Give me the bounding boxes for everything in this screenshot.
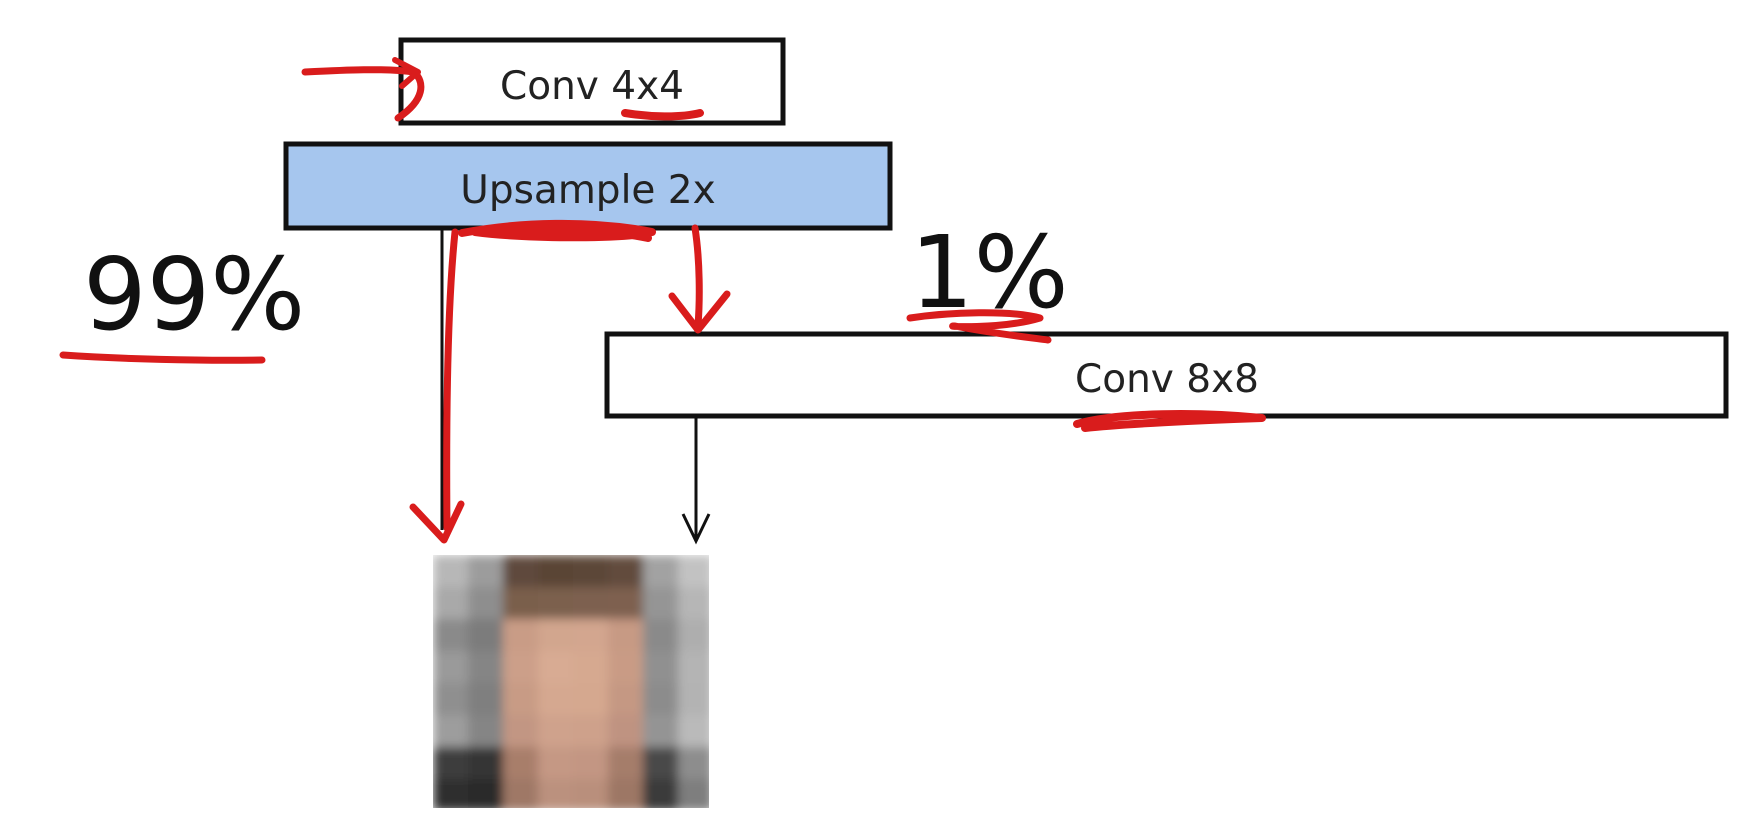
conv8-arrow-head-icon xyxy=(681,513,711,545)
left-percent-label: 99% xyxy=(83,236,305,353)
red-left-arrow-head-icon xyxy=(409,500,465,544)
red-underline-8x8 xyxy=(1073,410,1266,432)
upsample-2x-label: Upsample 2x xyxy=(460,168,715,213)
red-underline-99-percent xyxy=(59,351,266,364)
red-scribble-upsample xyxy=(458,219,656,242)
connector-arrows xyxy=(440,228,711,545)
conv-8x8-label: Conv 8x8 xyxy=(1075,357,1259,402)
red-underline-1-percent xyxy=(906,309,1052,344)
red-input-arrow-head-icon xyxy=(392,57,421,89)
conv-8x8-block: Conv 8x8 xyxy=(604,331,1729,419)
conv-4x4-box xyxy=(398,37,786,126)
conv-4x4-label: Conv 4x4 xyxy=(500,64,684,109)
red-underline-4x4 xyxy=(621,109,704,121)
red-right-down-arrow-icon xyxy=(691,224,703,329)
conv-4x4-block: Conv 4x4 xyxy=(398,37,786,126)
pixelated-face-icon xyxy=(433,555,709,808)
red-right-arrow-head-icon xyxy=(668,290,731,334)
upsample-2x-block: Upsample 2x xyxy=(283,141,893,231)
red-left-down-arrow-icon xyxy=(443,228,459,532)
red-ink-annotations xyxy=(59,57,1266,544)
